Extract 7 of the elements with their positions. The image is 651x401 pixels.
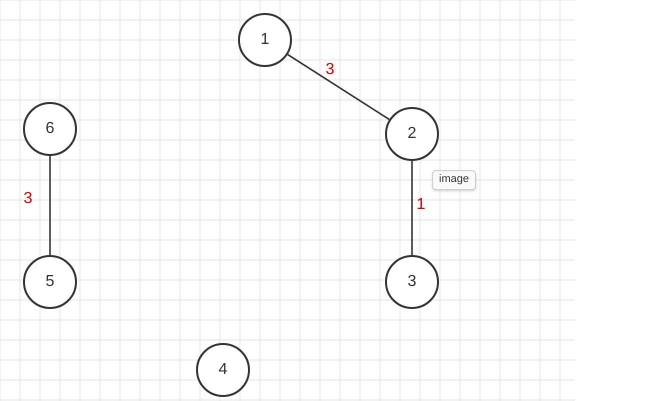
edge-label: 3: [24, 191, 32, 207]
connector-line: [287, 54, 390, 120]
tooltip: image: [432, 170, 476, 190]
edge-label: 3: [326, 62, 334, 78]
edge-label: 1: [416, 197, 426, 213]
connector-line: [411, 161, 413, 255]
connector-line: [49, 156, 51, 255]
